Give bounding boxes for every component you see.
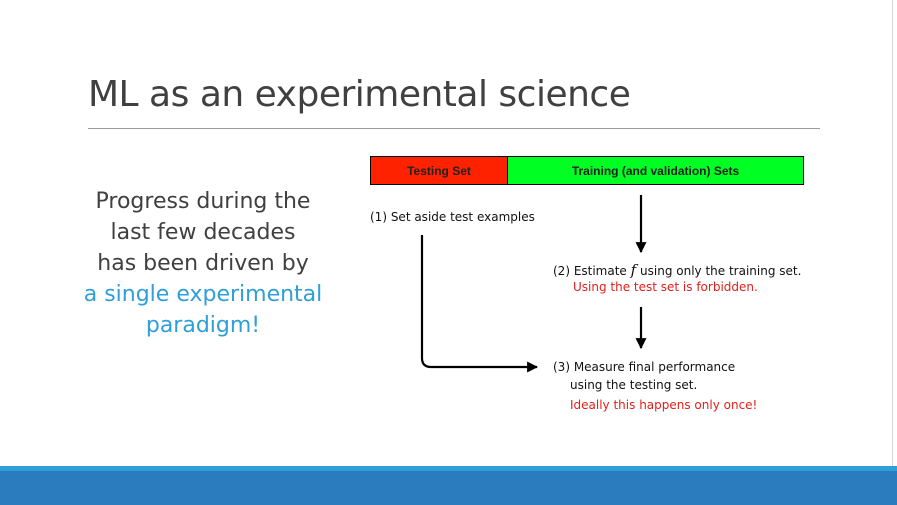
left-text-block: Progress during the last few decades has…: [72, 186, 334, 341]
step-3-line-1: (3) Measure final performance: [553, 360, 736, 374]
step-2-text-before: (2) Estimate: [553, 264, 631, 278]
function-f-symbol: f: [630, 261, 637, 279]
training-set-bar: Training (and validation) Sets: [507, 156, 804, 185]
arrow-step-1-to-step-3: [420, 235, 539, 373]
step-1-text: (1) Set aside test examples: [370, 210, 535, 224]
slide-right-edge: [892, 0, 893, 466]
step-3-note: Ideally this happens only once!: [570, 398, 758, 412]
title-underline: [88, 128, 820, 129]
step-2-text: (2) Estimate f using only the training s…: [553, 261, 801, 279]
slide-title: ML as an experimental science: [88, 74, 631, 115]
left-text-line-5-highlight: paradigm!: [145, 313, 261, 338]
testing-set-bar: Testing Set: [370, 156, 508, 185]
left-text-line-4-highlight: a single experimental: [83, 282, 323, 307]
left-text-line-2: last few decades: [110, 220, 296, 245]
footer-band: [0, 471, 897, 505]
left-text-line-1: Progress during the: [95, 189, 311, 214]
step-2-text-after: using only the training set.: [636, 264, 802, 278]
footer-accent-line: [0, 466, 897, 471]
left-text-line-3: has been driven by: [97, 251, 309, 276]
step-2-warning: Using the test set is forbidden.: [573, 280, 758, 294]
testing-set-label: Testing Set: [407, 163, 471, 178]
step-3-line-2: using the testing set.: [570, 378, 698, 392]
training-set-label: Training (and validation) Sets: [571, 163, 740, 178]
